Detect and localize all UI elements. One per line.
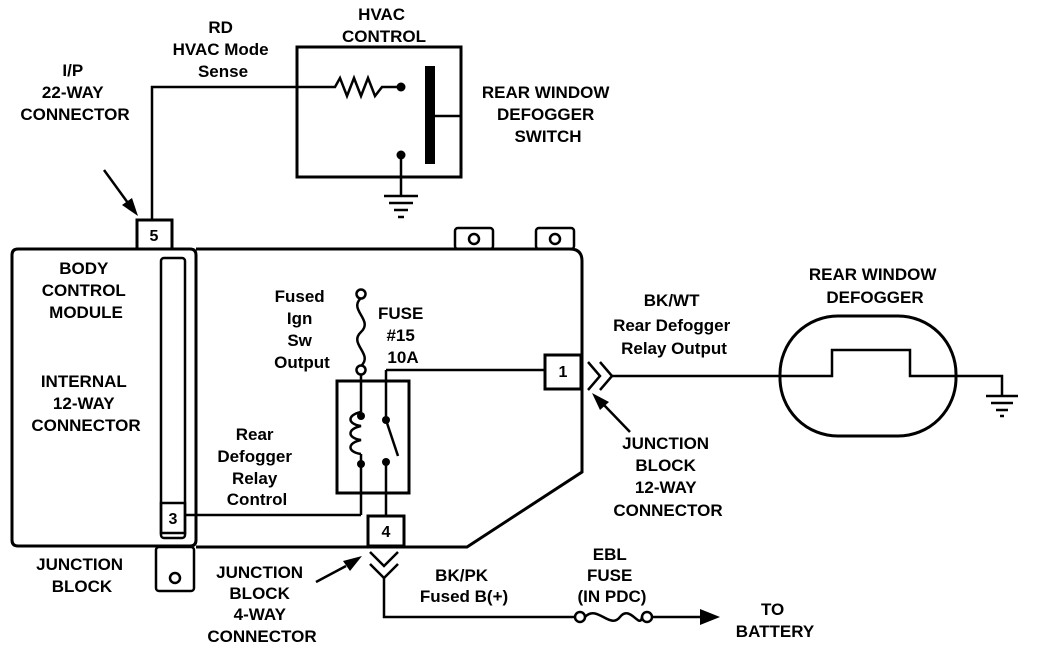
label-body-control-module: BODY CONTROL MODULE (42, 259, 130, 322)
relay-box (335, 379, 411, 495)
wire-bk-pk (382, 578, 575, 619)
label-rd-hvac-mode-sense: RD HVAC Mode Sense (173, 18, 274, 81)
label-junction-block: JUNCTION BLOCK (36, 555, 128, 596)
pin-3-box (159, 501, 187, 535)
internal-12way-connector-strip (159, 256, 187, 540)
label-fused-ign-sw-output: Fused Ign Sw Output (274, 287, 330, 372)
junction-block (154, 226, 584, 593)
hvac-control-unit (295, 45, 463, 195)
defogger-element (780, 348, 1004, 395)
label-rear-window-defogger: REAR WINDOW DEFOGGER (809, 265, 941, 307)
pin-1-box (543, 353, 583, 391)
label-internal-12way-connector: INTERNAL 12-WAY CONNECTOR (31, 372, 140, 435)
wire-hvac-mode-sense (150, 85, 325, 220)
mounting-tab-3 (154, 545, 196, 593)
switch-contact-upper (396, 82, 406, 92)
label-rear-window-defogger-switch: REAR WINDOW DEFOGGER SWITCH (482, 83, 614, 146)
label-ebl-fuse: EBL FUSE (IN PDC) (578, 545, 647, 606)
pin-4-label: 4 (382, 524, 391, 541)
connector-chevron-4a (369, 551, 399, 568)
label-ip-22way-connector: I/P 22-WAY CONNECTOR (20, 61, 129, 124)
pointer-ip-connector (102, 169, 130, 204)
pointer-jb-12way (603, 404, 631, 433)
label-fuse15: FUSE #15 10A (378, 304, 428, 367)
ebl-fuse-symbol (584, 612, 644, 622)
label-hvac-control: HVAC CONTROL (342, 5, 426, 46)
rear-window-defogger-grid (778, 314, 1004, 438)
hvac-control-box (295, 45, 463, 179)
mounting-tab-2 (534, 226, 576, 251)
fuse15-symbol (356, 297, 366, 367)
pin-3-label: 3 (169, 511, 178, 528)
label-rear-defogger-relay-control: Rear Defogger Relay Control (217, 425, 296, 509)
pin-5-label: 5 (150, 228, 159, 245)
fuse15-terminal-top (355, 288, 367, 300)
label-junction-block-4way: JUNCTION BLOCK 4-WAY CONNECTOR (207, 563, 316, 646)
ground-symbol-hvac (384, 194, 418, 219)
pin-5-box (135, 218, 174, 251)
switch-blade (425, 66, 435, 164)
pointer-jb-4way (315, 564, 347, 584)
label-bk-pk: BK/PK Fused B(+) (420, 566, 508, 606)
label-bk-wt: BK/WT Rear Defogger Relay Output (613, 291, 735, 358)
connector-chevron-1b (599, 361, 614, 391)
relay-switch-arm (384, 419, 400, 457)
mounting-tab-1 (453, 226, 495, 251)
pin-4-box (366, 514, 406, 548)
connector-chevron-1a (587, 361, 602, 391)
arrow-to-battery (700, 609, 720, 625)
ebl-fuse-terminal-right (640, 610, 654, 624)
resistor-symbol (325, 74, 400, 100)
pin-1-label: 1 (559, 364, 568, 381)
ground-symbol-defogger (986, 394, 1018, 418)
ebl-fuse-terminal-left (573, 610, 587, 624)
label-junction-block-12way: JUNCTION BLOCK 12-WAY CONNECTOR (613, 434, 722, 520)
fuse15-terminal-bottom (355, 364, 367, 376)
label-to-battery: TO BATTERY (736, 600, 815, 641)
